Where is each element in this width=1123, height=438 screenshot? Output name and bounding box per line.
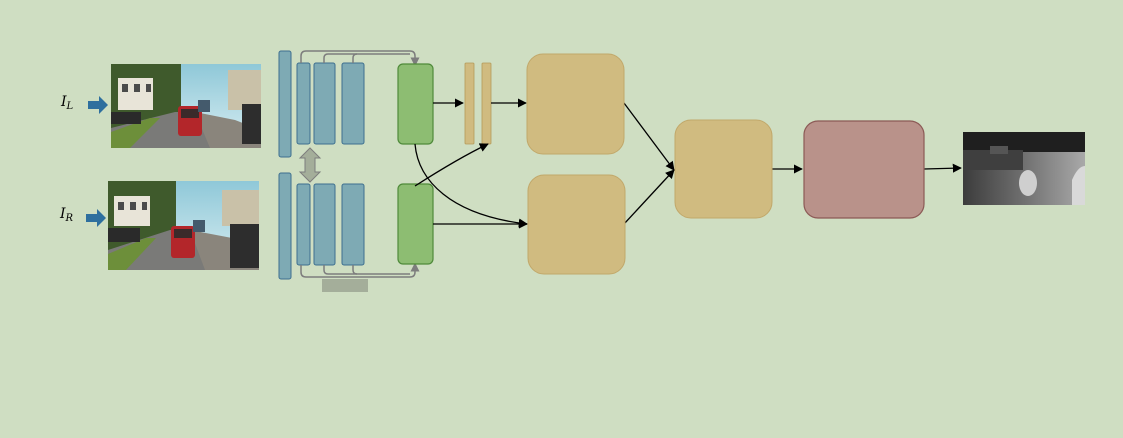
upper-cost-volume-block bbox=[526, 53, 625, 155]
left-skip-connections bbox=[300, 50, 420, 67]
data-flow-arrows bbox=[414, 98, 962, 229]
right-skip-connections bbox=[300, 262, 420, 278]
left-encoder bbox=[278, 50, 420, 158]
lower-cost-volume-block bbox=[527, 174, 626, 275]
right-encoder bbox=[278, 172, 420, 292]
left-encoder-input-layer bbox=[278, 50, 292, 158]
right-encoder-block-1 bbox=[296, 183, 311, 266]
right-arrow-icon bbox=[88, 96, 108, 114]
left-encoder-block-2 bbox=[313, 62, 336, 145]
left-encoder-block-3 bbox=[341, 62, 365, 145]
left-image-label: IL bbox=[60, 94, 74, 112]
gray-legend-patch bbox=[322, 279, 368, 292]
right-encoder-block-2 bbox=[313, 183, 336, 266]
fusion-block bbox=[674, 119, 773, 219]
refinement-block bbox=[803, 120, 925, 219]
tan-bar-2 bbox=[481, 62, 492, 145]
left-input-image bbox=[111, 64, 261, 148]
left-encoder-block-1 bbox=[296, 62, 311, 145]
right-encoder-block-3 bbox=[341, 183, 365, 266]
right-arrow-icon bbox=[86, 209, 106, 227]
double-vertical-arrow-icon bbox=[298, 147, 322, 183]
output-depth-map bbox=[963, 132, 1085, 205]
right-encoder-input-layer bbox=[278, 172, 292, 280]
right-feature-block bbox=[397, 183, 434, 265]
tan-bar-1 bbox=[464, 62, 475, 145]
right-image-label: IR bbox=[59, 206, 74, 224]
right-input-image bbox=[108, 181, 259, 270]
left-feature-block bbox=[397, 63, 434, 145]
